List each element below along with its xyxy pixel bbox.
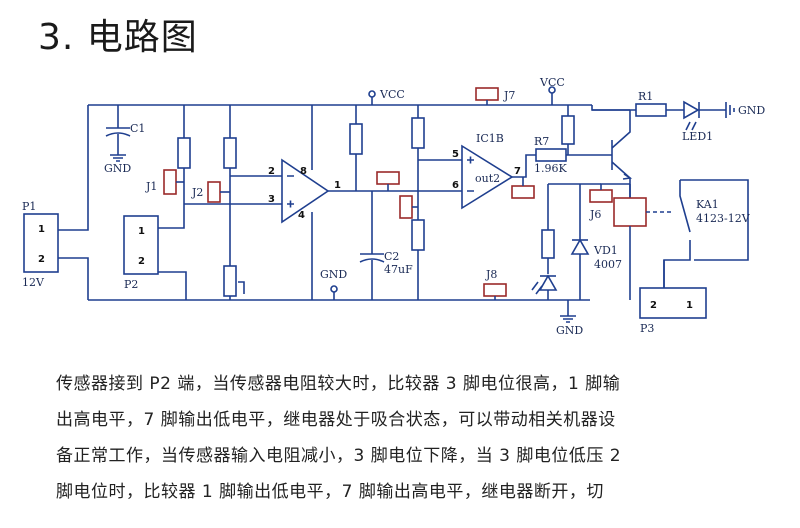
p3-label: P3 bbox=[640, 322, 654, 335]
p1-pin2: 2 bbox=[38, 254, 45, 265]
opamp-2 bbox=[456, 144, 514, 210]
resistor-mid-2 bbox=[411, 105, 456, 300]
jumper-j2 bbox=[207, 181, 230, 203]
jumper-j7 bbox=[475, 87, 499, 105]
j8-label: J8 bbox=[485, 268, 497, 281]
op1-pin3: 3 bbox=[268, 194, 275, 205]
gnd-mid-symbol bbox=[330, 285, 338, 300]
description: 传感器接到 P2 端，当传感器电阻较大时，比较器 3 脚电位很高，1 脚输 出高… bbox=[56, 366, 756, 510]
connector-p3 bbox=[639, 260, 707, 319]
jumper-out bbox=[376, 171, 400, 191]
vd1-value: 4007 bbox=[594, 258, 622, 271]
resistor-left-2 bbox=[223, 105, 245, 300]
c2-value: 47uF bbox=[384, 263, 413, 276]
j2-label: J2 bbox=[191, 186, 203, 199]
jumper-j8 bbox=[483, 283, 507, 300]
ka1-label: KA1 bbox=[696, 198, 719, 211]
ka1-value: 4123-12V bbox=[696, 212, 751, 225]
ic-label: IC1B bbox=[476, 132, 504, 145]
p2-pin2: 2 bbox=[138, 256, 145, 267]
opamp-1 bbox=[281, 105, 330, 300]
description-line: 脚电位时，比较器 1 脚输出低电平，7 脚输出高电平，继电器断开，切 bbox=[56, 482, 604, 502]
jumper-j1 bbox=[163, 169, 184, 195]
description-line: 传感器接到 P2 端，当传感器电阻较大时，比较器 3 脚电位很高，1 脚输 bbox=[56, 374, 621, 394]
gnd-c1-label: GND bbox=[104, 162, 131, 175]
resistor-r7 bbox=[512, 148, 612, 178]
op1-pin4: 4 bbox=[298, 210, 305, 221]
indicator-led bbox=[531, 183, 580, 300]
p2-pin1: 1 bbox=[138, 226, 145, 237]
p1-label: P1 bbox=[22, 200, 36, 213]
p2-label: P2 bbox=[124, 278, 138, 291]
ic-out-label: out2 bbox=[475, 172, 500, 185]
vcc-right-symbol bbox=[548, 86, 556, 105]
gnd-bottom-symbol bbox=[560, 300, 576, 323]
jumper-j6 bbox=[589, 183, 630, 203]
vcc-top-symbol bbox=[368, 90, 376, 98]
j7-label: J7 bbox=[503, 89, 515, 102]
resistor-pullup bbox=[561, 105, 575, 155]
page-title: 3. 电路图 bbox=[38, 17, 198, 58]
op1-pin2: 2 bbox=[268, 166, 275, 177]
vcc-top-label: VCC bbox=[379, 88, 405, 101]
gnd-mid-label: GND bbox=[320, 268, 347, 281]
relay-contact bbox=[646, 179, 749, 288]
r1-label: R1 bbox=[638, 90, 653, 103]
op2-pin5: 5 bbox=[452, 149, 459, 160]
r7-label: R7 bbox=[534, 135, 549, 148]
vd1-label: VD1 bbox=[593, 244, 618, 257]
capacitor-c1 bbox=[105, 105, 131, 162]
op2-pin7: 7 bbox=[514, 166, 521, 177]
op2-pin6: 6 bbox=[452, 180, 459, 191]
gnd-bottom-label: GND bbox=[556, 324, 583, 337]
capacitor-c2 bbox=[359, 191, 385, 300]
gnd-led-label: GND bbox=[738, 104, 765, 117]
p3-pin2: 2 bbox=[650, 300, 657, 311]
connector-p2 bbox=[123, 215, 187, 300]
circuit-schematic: P1 1 2 12V C1 GND 1 2 P2 J1 bbox=[22, 76, 765, 337]
p1-pin1: 1 bbox=[38, 224, 45, 235]
r7-value: 1.96K bbox=[534, 162, 567, 175]
relay-coil bbox=[613, 184, 647, 300]
led-label: LED1 bbox=[682, 130, 713, 143]
led-1 bbox=[683, 100, 735, 131]
description-line: 出高电平，7 脚输出低电平，继电器处于吸合状态，可以带动相关机器设 bbox=[56, 410, 616, 430]
vcc-right-label: VCC bbox=[539, 76, 565, 89]
jumper-out2 bbox=[511, 177, 535, 199]
j1-label: J1 bbox=[145, 180, 157, 193]
connector-p1 bbox=[23, 105, 89, 300]
top-rail bbox=[88, 97, 592, 106]
c1-label: C1 bbox=[130, 122, 145, 135]
resistor-r1 bbox=[592, 103, 684, 117]
op1-pin1: 1 bbox=[334, 180, 341, 191]
jumper-mid bbox=[399, 195, 418, 219]
c2-label: C2 bbox=[384, 250, 399, 263]
diode-vd1 bbox=[570, 183, 601, 300]
p1-voltage: 12V bbox=[22, 276, 45, 289]
resistor-left-1 bbox=[158, 105, 191, 229]
op1-pin8: 8 bbox=[300, 166, 307, 177]
j6-label: J6 bbox=[589, 208, 601, 221]
description-line: 备正常工作，当传感器输入电阻减小，3 脚电位下降，当 3 脚电位低压 2 bbox=[56, 446, 622, 466]
resistor-mid-1 bbox=[349, 105, 363, 191]
p3-pin1: 1 bbox=[686, 300, 693, 311]
